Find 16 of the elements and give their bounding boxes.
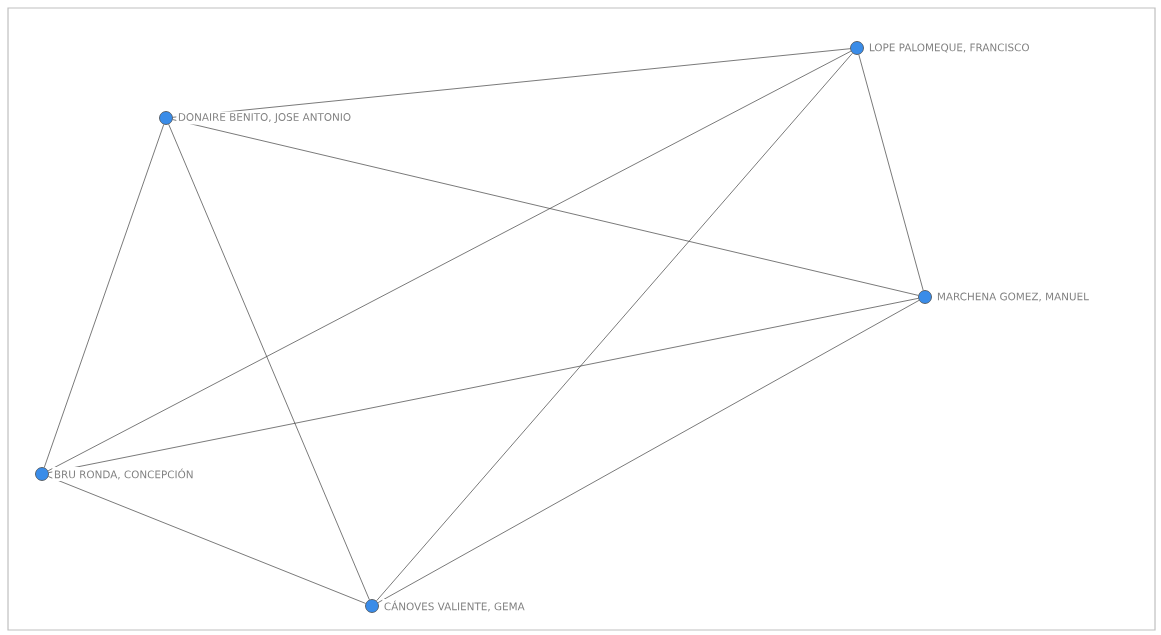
connection-line: [47, 50, 852, 472]
node-label: DONAIRE BENITO, JOSE ANTONIO: [176, 111, 353, 125]
connection-line: [172, 48, 851, 118]
network-node: [365, 599, 379, 613]
network-node: [159, 111, 173, 125]
connection-line: [172, 119, 919, 296]
network-node: [850, 41, 864, 55]
network-node: [918, 290, 932, 304]
connection-line: [168, 124, 370, 600]
connection-line: [858, 54, 924, 291]
connection-line: [377, 300, 920, 603]
connection-line: [48, 476, 366, 604]
network-node: [35, 467, 49, 481]
connection-line: [48, 298, 919, 473]
connection-line: [43, 124, 165, 468]
connection-line: [376, 52, 853, 602]
